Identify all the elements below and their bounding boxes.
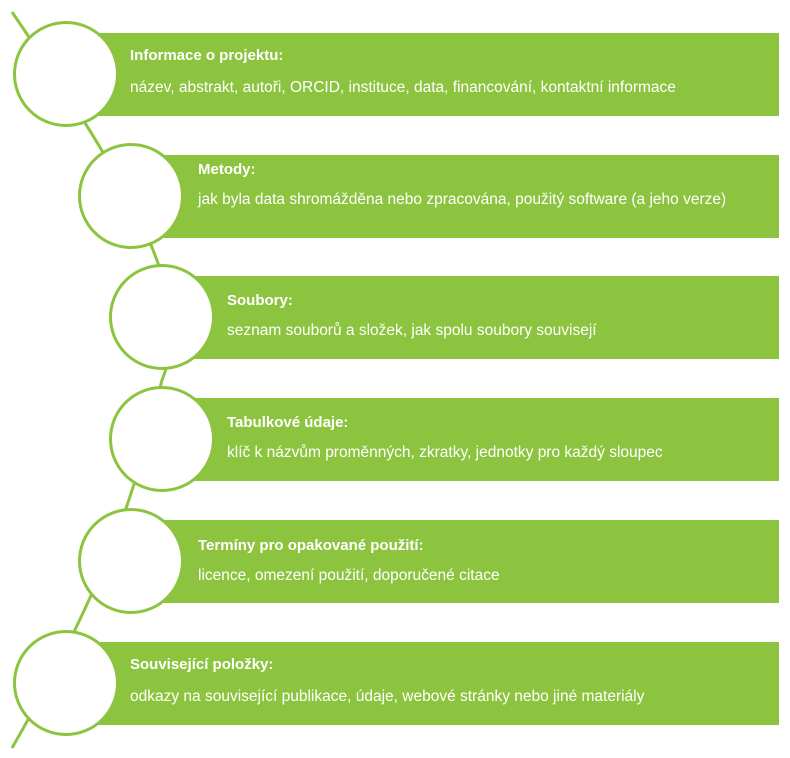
item-title: Termíny pro opakované použití: <box>198 537 424 554</box>
item-title: Informace o projektu: <box>130 47 284 64</box>
circle-node <box>78 508 184 614</box>
item-title: Související položky: <box>130 656 274 673</box>
item-bar-files: Soubory: seznam souborů a složek, jak sp… <box>160 276 779 359</box>
item-description: název, abstrakt, autoři, ORCID, instituc… <box>130 79 676 96</box>
item-title: Soubory: <box>227 292 293 309</box>
item-description: jak byla data shromážděna nebo zpracován… <box>198 191 727 208</box>
item-description: klíč k názvům proměnných, zkratky, jedno… <box>227 444 663 461</box>
item-description: licence, omezení použití, doporučené cit… <box>198 567 500 584</box>
item-description: seznam souborů a složek, jak spolu soubo… <box>227 322 597 339</box>
item-bar-related-items: Související položky: odkazy na souvisejí… <box>59 642 779 725</box>
circle-node <box>13 21 119 127</box>
item-bar-project-info: Informace o projektu: název, abstrakt, a… <box>59 33 779 116</box>
circle-node <box>109 264 215 370</box>
circle-node <box>109 386 215 492</box>
circle-node <box>13 630 119 736</box>
item-title: Metody: <box>198 161 256 178</box>
item-bar-tabular-data: Tabulkové údaje: klíč k názvům proměnnýc… <box>160 398 779 481</box>
circle-node <box>78 143 184 249</box>
item-bar-reuse-terms: Termíny pro opakované použití: licence, … <box>132 520 779 603</box>
item-title: Tabulkové údaje: <box>227 414 349 431</box>
item-bar-methods: Metody: jak byla data shromážděna nebo z… <box>132 155 779 238</box>
item-description: odkazy na související publikace, údaje, … <box>130 688 645 705</box>
